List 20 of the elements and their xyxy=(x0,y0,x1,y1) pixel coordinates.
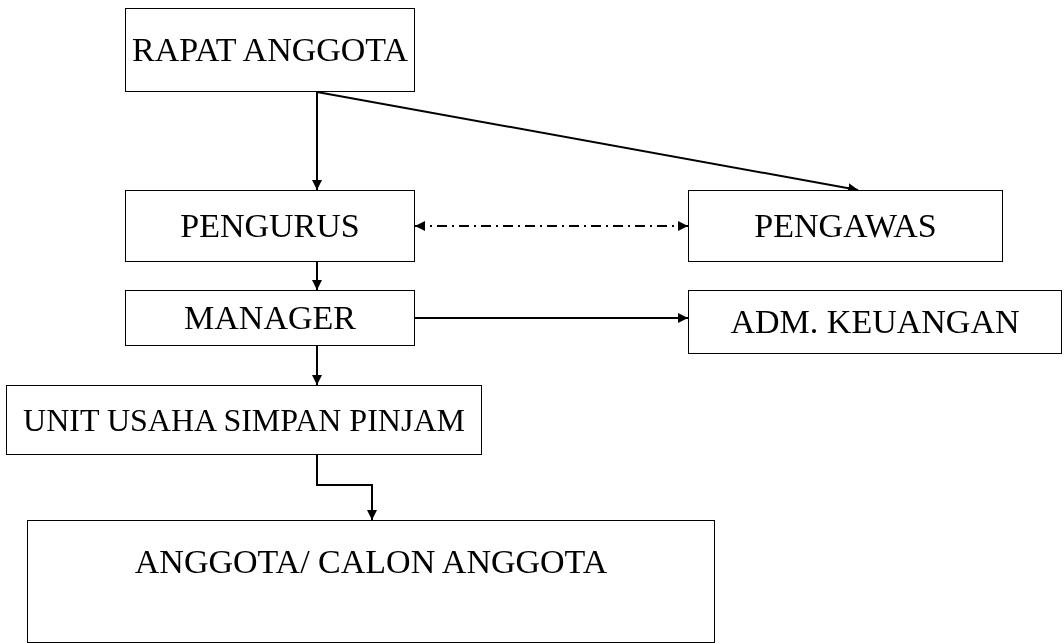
org-box xyxy=(125,190,415,262)
org-box xyxy=(688,190,1003,262)
arrow xyxy=(312,345,322,386)
org-box xyxy=(688,290,1062,354)
box-label: MANAGER xyxy=(184,299,356,337)
org-box xyxy=(125,8,415,92)
org-box xyxy=(6,385,482,455)
arrow xyxy=(312,261,322,291)
box-label: ADM. KEUANGAN xyxy=(730,303,1020,341)
org-box xyxy=(125,290,415,346)
arrow xyxy=(414,221,689,231)
box-label: ANGGOTA/ CALON ANGGOTA xyxy=(134,543,608,581)
box-label: PENGAWAS xyxy=(754,207,937,245)
arrow xyxy=(312,91,322,191)
arrow xyxy=(414,313,689,323)
box-label: PENGURUS xyxy=(180,207,360,245)
box-label: UNIT USAHA SIMPAN PINJAM xyxy=(23,401,465,439)
org-box xyxy=(27,520,715,643)
box-label: RAPAT ANGGOTA xyxy=(132,31,408,69)
arrow xyxy=(316,454,377,521)
